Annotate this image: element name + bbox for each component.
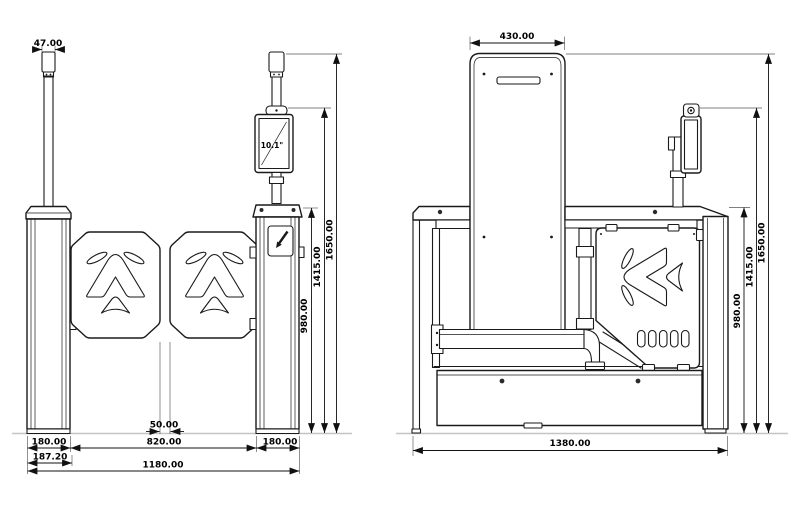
guide-rail	[438, 328, 586, 350]
dim-front-bottom-rows: 180.00 820.00 180.00 187.20 1180.00	[27, 436, 300, 475]
front-flap-left	[71, 232, 160, 338]
panel-clip	[667, 223, 680, 232]
side-support-frame	[433, 227, 704, 371]
flap-hinge	[298, 246, 305, 259]
side-chevron-panel	[595, 223, 704, 372]
dim-label-cabinet-height: 980.00	[300, 299, 310, 334]
dim-label-side-total-height: 1650.00	[758, 223, 768, 264]
dim-label-lane-width: 820.00	[147, 438, 182, 448]
card-reader-window	[267, 225, 294, 257]
front-view-drawing: 10.1" 47.00 50.00	[12, 39, 352, 475]
front-display-assembly: 10.1"	[254, 51, 294, 205]
dim-front-heights: 980.00 1415.00 1650.00	[286, 53, 342, 433]
dim-side-heights: 980.00 1415.00 1650.00	[566, 53, 775, 433]
front-left-cabinet	[25, 205, 77, 435]
flap-hinge	[249, 246, 257, 259]
front-left-pole	[41, 51, 56, 209]
dim-label-pole-width: 47.00	[34, 39, 62, 49]
rail-foot	[584, 361, 606, 371]
side-camera-assembly	[667, 103, 702, 208]
front-flap-right	[170, 232, 259, 338]
dim-label-side-cabinet-height: 980.00	[733, 294, 743, 329]
dim-label-flap-width: 430.00	[500, 32, 535, 42]
camera-bracket	[667, 136, 676, 151]
panel-clip	[695, 228, 704, 242]
dim-front-pole-width: 47.00	[32, 39, 65, 54]
side-view-drawing: 430.00 1380.00 980.00 1415.00 1650.00	[396, 32, 788, 456]
dim-side-flap-width: 430.00	[469, 32, 565, 50]
side-flap-panel	[469, 52, 566, 331]
side-base-box	[436, 369, 703, 429]
speaker-holes	[636, 329, 690, 348]
dim-label-base-length: 1380.00	[550, 439, 591, 449]
display-size-label: 10.1"	[261, 141, 284, 150]
dim-label-side-camera-height: 1415.00	[746, 247, 756, 288]
front-right-cabinet	[249, 204, 305, 435]
dim-label-total-width: 1180.00	[143, 461, 184, 471]
dim-label-right-cabinet-width: 180.00	[263, 438, 298, 448]
flap-handle-slot	[496, 76, 541, 85]
side-right-frame	[564, 205, 729, 434]
display-screen	[258, 117, 290, 170]
post-clamp	[575, 245, 595, 258]
dim-label-cabinet-bracket-width: 187.20	[33, 453, 68, 463]
dim-front-flap-gap: 50.00	[146, 421, 184, 436]
flap-hinge	[249, 317, 257, 331]
dim-label-reader-height: 1415.00	[313, 247, 323, 288]
dim-label-total-height: 1650.00	[326, 220, 336, 261]
dim-side-base-length: 1380.00	[412, 436, 728, 456]
post-clamp	[575, 317, 595, 330]
panel-clip	[605, 223, 618, 232]
camera-lens-icon	[687, 106, 695, 115]
base-slot	[523, 422, 543, 429]
dim-label-left-cabinet-width: 180.00	[32, 438, 67, 448]
dim-label-flap-gap: 50.00	[150, 421, 178, 431]
